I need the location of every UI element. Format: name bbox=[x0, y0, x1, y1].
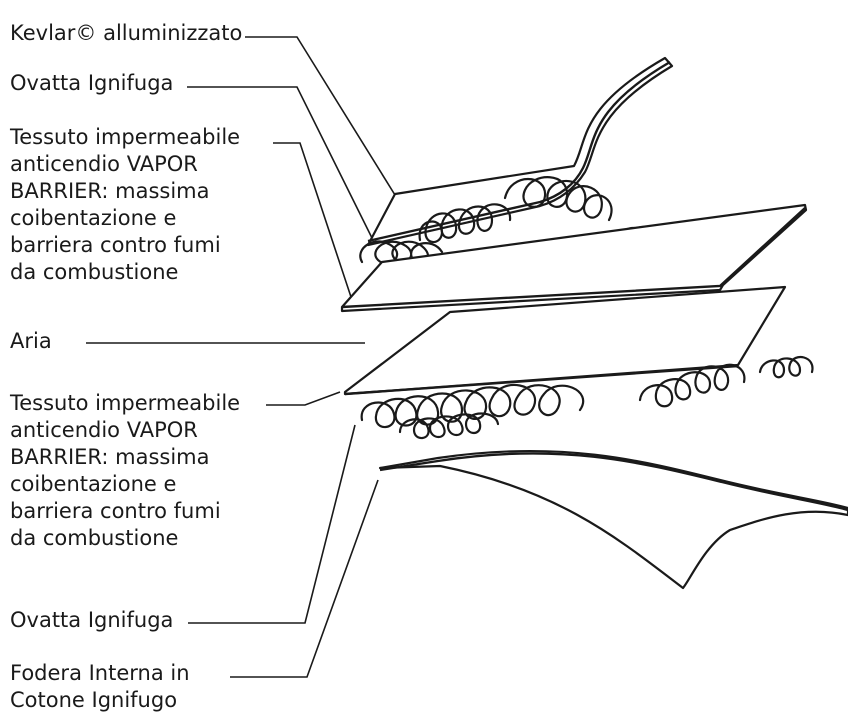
label-ovatta-bottom: Ovatta Ignifuga bbox=[10, 607, 173, 634]
label-fodera: Fodera Interna in Cotone Ignifugo bbox=[10, 660, 190, 714]
label-tessuto-top: Tessuto impermeabile anticendio VAPOR BA… bbox=[10, 124, 240, 286]
label-ovatta-top: Ovatta Ignifuga bbox=[10, 70, 173, 97]
fodera-sheet bbox=[380, 451, 848, 588]
label-tessuto-bottom: Tessuto impermeabile anticendio VAPOR BA… bbox=[10, 390, 240, 552]
leader-fodera bbox=[230, 480, 378, 677]
leader-tessuto-bottom bbox=[266, 392, 340, 405]
label-kevlar: Kevlar© alluminizzato bbox=[10, 20, 242, 47]
leader-kevlar bbox=[245, 37, 395, 195]
leader-tessuto-top bbox=[273, 143, 352, 300]
label-aria: Aria bbox=[10, 328, 52, 355]
kevlar-sheet bbox=[368, 58, 672, 245]
